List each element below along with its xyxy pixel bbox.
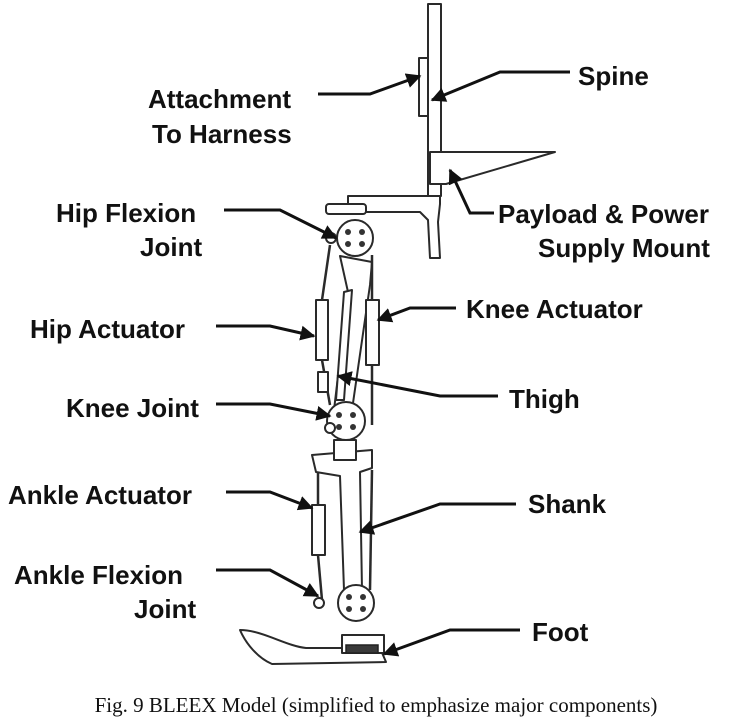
ankle-actuator-leader [226,490,314,511]
label-hip-actuator: Hip Actuator [30,314,186,344]
label-ankle-actuator: Ankle Actuator [8,480,192,510]
label-spine: Spine [578,61,649,91]
thigh-leader [336,371,498,398]
hip-actuator-part [315,244,332,406]
label-payload-line1: Payload & Power [498,199,709,229]
knee-joint-part [324,401,366,441]
knee-actuator-part [365,255,380,425]
label-shank: Shank [528,489,607,519]
knee-joint-leader [216,402,332,421]
label-payload-line2: Supply Mount [538,233,710,263]
spine-leader [430,70,570,102]
leader-lines [216,70,570,657]
attachment-leader [318,73,422,96]
hip-flexion-leader [224,208,338,240]
label-hip-flexion-line1: Hip Flexion [56,198,197,228]
foot-part [239,629,387,665]
label-attachment-line2: To Harness [152,119,292,149]
ankle-joint-part [313,584,375,622]
label-thigh: Thigh [509,384,580,414]
figure-caption: Fig. 9 BLEEX Model (simplified to emphas… [94,693,658,717]
exoskeleton-drawing [239,3,556,665]
label-hip-flexion-line2: Joint [140,232,203,262]
payload-leader [448,168,494,215]
label-foot: Foot [532,617,589,647]
hip-actuator-leader [216,324,316,341]
knee-actuator-leader [376,306,456,323]
label-knee-joint: Knee Joint [66,393,199,423]
label-ankle-flexion-line2: Joint [134,594,197,624]
foot-leader [382,628,520,657]
label-ankle-flexion-line1: Ankle Flexion [14,560,184,590]
shank-leader [358,502,516,535]
label-attachment-line1: Attachment [148,84,292,114]
ankle-flexion-leader [216,568,320,598]
label-knee-actuator: Knee Actuator [466,294,643,324]
